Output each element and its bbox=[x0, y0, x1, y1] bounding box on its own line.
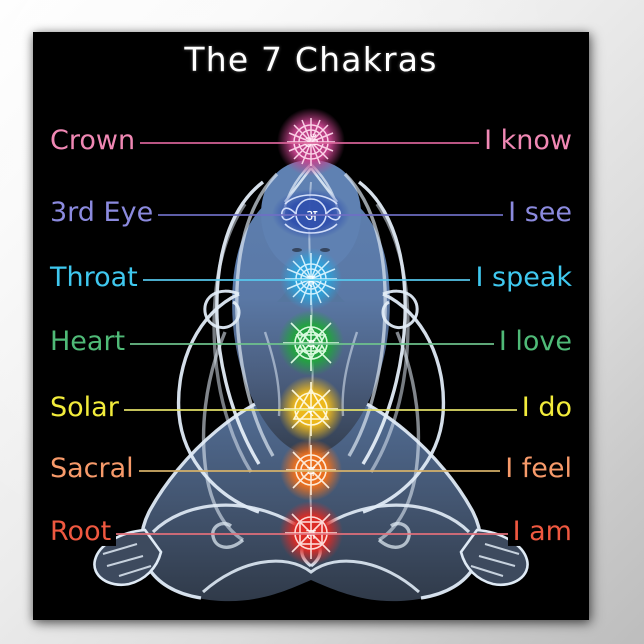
poster-canvas: ॐ अ bbox=[33, 32, 589, 620]
chakra-affirmation-crown: I know bbox=[479, 126, 577, 168]
chakra-affirmation-solar: I do bbox=[516, 393, 577, 435]
chakra-label-crown: Crown bbox=[45, 126, 141, 168]
chakra-label-third-eye: 3rd Eye bbox=[45, 198, 159, 240]
chakra-label-solar: Solar bbox=[45, 393, 124, 435]
svg-text:य: य bbox=[307, 337, 316, 353]
connector-line-solar bbox=[55, 402, 567, 418]
chakra-affirmation-root: I am bbox=[507, 517, 577, 559]
chakra-affirmation-heart: I love bbox=[493, 327, 577, 369]
chakra-affirmation-throat: I speak bbox=[470, 263, 577, 305]
chakra-label-throat: Throat bbox=[45, 263, 143, 305]
figure-hair bbox=[201, 172, 421, 549]
svg-text:ल: ल bbox=[306, 527, 316, 543]
connector-line-root bbox=[55, 526, 567, 542]
connector-line-heart bbox=[55, 336, 567, 352]
chakra-label-root: Root bbox=[45, 517, 117, 559]
chakra-label-heart: Heart bbox=[45, 327, 131, 369]
chakra-affirmation-sacral: I feel bbox=[500, 454, 577, 496]
svg-text:ह: ह bbox=[307, 273, 315, 289]
chakra-label-sacral: Sacral bbox=[45, 454, 139, 496]
meditating-figure-illustration: ॐ अ bbox=[93, 108, 529, 602]
page-title: The 7 Chakras bbox=[184, 40, 438, 79]
chakra-affirmation-third-eye: I see bbox=[503, 198, 577, 240]
svg-text:व: व bbox=[307, 464, 315, 480]
svg-text:र: र bbox=[308, 404, 314, 420]
